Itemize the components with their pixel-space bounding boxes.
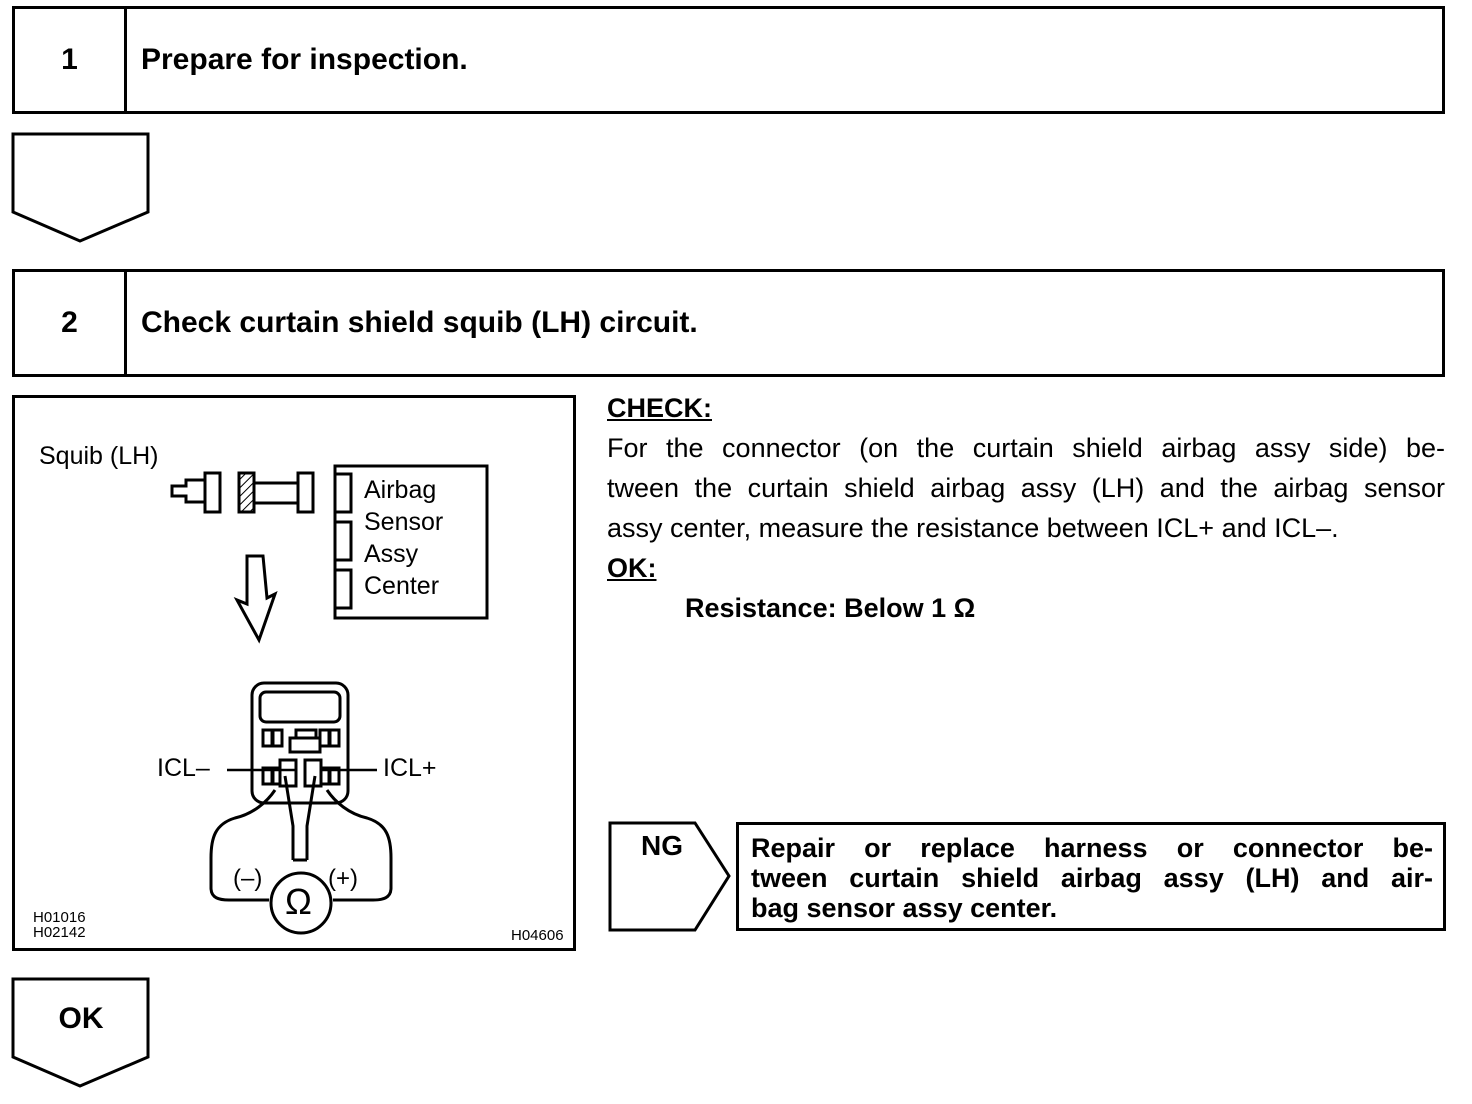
meter-minus-label: (–) [233,865,263,892]
sensor-label-line-2: Sensor [364,508,444,536]
down-arrow-icon [11,132,150,243]
ok-arrow-icon [11,977,150,1088]
step-1-title: Prepare for inspection. [141,43,468,76]
connector-face-icon [250,681,350,805]
squib-label: Squib (LH) [39,442,159,470]
squib-connector-icon [170,471,315,514]
check-heading: CHECK: [607,393,712,423]
ng-action-line-2: tween curtain shield airbag assy (LH) an… [751,863,1433,893]
ng-action-line-3: bag sensor assy center. [751,893,1058,923]
check-line-3: assy center, measure the resistance betw… [607,513,1339,543]
check-line-1: For the connector (on the curtain shield… [607,433,1445,463]
sensor-label-line-1: Airbag [364,476,437,504]
check-line-2: tween the curtain shield airbag assy (LH… [607,473,1445,503]
ng-arrow-icon [608,821,731,932]
icl-plus-label: ICL+ [383,754,437,782]
meter-plus-label: (+) [328,865,358,892]
figure-code-right: H04606 [511,927,564,944]
arrow-down-icon [233,554,278,644]
figure-code-1: H01016 [33,909,86,926]
ok-value: Resistance: Below 1 Ω [685,593,976,623]
step-2-number: 2 [15,272,127,374]
step-1-number: 1 [15,9,127,111]
ng-label: NG [641,830,683,861]
sensor-label-line-3: Assy [364,540,419,568]
ok-arrow-label: OK [58,1002,104,1035]
connector-diagram: Squib (LH) Airbag Sensor Assy Center ICL… [12,395,576,951]
icl-minus-label: ICL– [157,754,210,782]
ng-action-box: Repair or replace harness or connector b… [736,822,1446,931]
ohmmeter-icon [209,775,393,935]
step-2-box: 2 Check curtain shield squib (LH) circui… [12,269,1445,377]
figure-code-2: H02142 [33,924,86,941]
step-1-box: 1 Prepare for inspection. [12,6,1445,114]
ok-heading: OK: [607,553,657,583]
sensor-label-line-4: Center [364,572,440,600]
step-2-title: Check curtain shield squib (LH) circuit. [141,306,698,339]
airbag-sensor-icon [333,464,489,620]
ng-action-line-1: Repair or replace harness or connector b… [751,833,1433,863]
ohm-symbol: Ω [285,881,312,922]
